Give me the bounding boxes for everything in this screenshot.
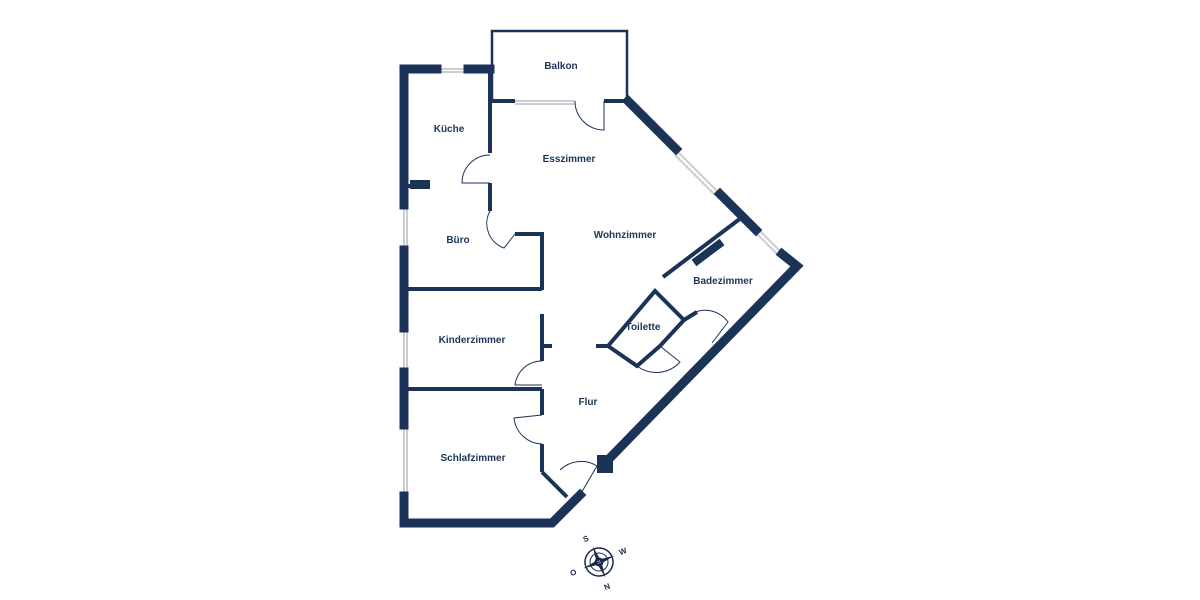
balcony-outline (490, 29, 629, 101)
window-bad (758, 229, 782, 253)
door-schlafzimmer (513, 414, 543, 445)
compass-rose-icon: S W O N (569, 534, 629, 593)
windows (403, 68, 782, 496)
label-buero: Büro (446, 235, 469, 246)
compass-south: S (582, 534, 591, 545)
wall-bad-thick (691, 238, 725, 267)
wall-kueche-corner (410, 180, 430, 189)
compass-north: N (603, 582, 612, 593)
door-buero (486, 210, 516, 249)
wall-corner-flur (597, 455, 613, 473)
wall-schlafzimmer-diagonal (540, 470, 569, 499)
label-balkon: Balkon (544, 61, 577, 72)
label-kueche: Küche (434, 124, 465, 135)
wall-buero-east (515, 232, 544, 290)
door-entrance (559, 460, 598, 496)
wall-east-diagonal (598, 247, 804, 470)
label-toilette: Toilette (626, 322, 661, 333)
window-wohnzimmer-diagonal (677, 151, 719, 193)
compass-west: W (618, 546, 629, 557)
wall-bad-south (682, 310, 699, 322)
label-esszimmer: Esszimmer (543, 154, 596, 165)
label-schlafzimmer: Schlafzimmer (440, 453, 505, 464)
door-badezimmer (683, 309, 729, 344)
label-badezimmer: Badezimmer (693, 276, 753, 287)
wall-kueche-north-west (399, 64, 442, 210)
door-kueche (461, 154, 491, 184)
compass-east: O (569, 567, 578, 578)
label-kinderzimmer: Kinderzimmer (439, 335, 506, 346)
wall-diagonal-upper (621, 94, 683, 156)
door-toilette (636, 345, 681, 373)
wall-south (399, 488, 587, 528)
label-flur: Flur (579, 397, 598, 408)
room-labels: Balkon Küche Esszimmer Büro Wohnzimmer B… (434, 61, 753, 464)
door-kinderzimmer (514, 360, 543, 386)
wall-bad-west (661, 216, 743, 279)
label-wohnzimmer: Wohnzimmer (594, 230, 657, 241)
doors (461, 100, 729, 496)
door-balkon (574, 100, 605, 131)
wall-diagonal-middle (713, 187, 763, 237)
